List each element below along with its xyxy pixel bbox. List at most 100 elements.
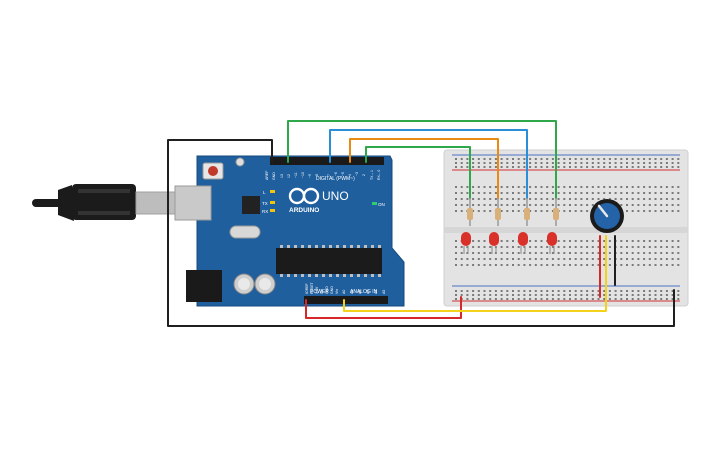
breadboard-hole[interactable] [586, 258, 589, 260]
breadboard-hole[interactable] [603, 166, 606, 168]
breadboard-hole[interactable] [660, 294, 663, 296]
breadboard-hole[interactable] [671, 252, 674, 254]
breadboard-hole[interactable] [563, 204, 566, 206]
breadboard-hole[interactable] [477, 158, 480, 160]
breadboard[interactable] [443, 149, 689, 307]
breadboard-hole[interactable] [597, 246, 600, 248]
breadboard-hole[interactable] [608, 290, 611, 292]
breadboard-hole[interactable] [483, 252, 486, 254]
breadboard-hole[interactable] [637, 298, 640, 300]
breadboard-hole[interactable] [586, 264, 589, 266]
breadboard-hole[interactable] [460, 162, 463, 164]
breadboard-hole[interactable] [512, 158, 514, 160]
breadboard-hole[interactable] [643, 294, 646, 296]
breadboard-hole[interactable] [472, 204, 475, 206]
breadboard-hole[interactable] [574, 162, 577, 164]
breadboard-hole[interactable] [637, 294, 640, 296]
breadboard-hole[interactable] [586, 246, 589, 248]
breadboard-hole[interactable] [540, 210, 543, 212]
breadboard-hole[interactable] [563, 290, 566, 292]
breadboard-hole[interactable] [466, 204, 469, 206]
breadboard-hole[interactable] [677, 290, 680, 292]
breadboard-hole[interactable] [512, 166, 514, 168]
breadboard-hole[interactable] [557, 290, 560, 292]
breadboard-hole[interactable] [608, 252, 611, 254]
breadboard-hole[interactable] [460, 290, 463, 292]
breadboard-hole[interactable] [534, 204, 537, 206]
breadboard-hole[interactable] [620, 198, 623, 200]
breadboard-hole[interactable] [631, 210, 634, 212]
breadboard-hole[interactable] [608, 258, 611, 260]
breadboard-hole[interactable] [631, 198, 634, 200]
breadboard-hole[interactable] [455, 192, 457, 194]
breadboard-hole[interactable] [455, 298, 457, 300]
breadboard-hole[interactable] [591, 204, 594, 206]
breadboard-hole[interactable] [591, 298, 594, 300]
breadboard-hole[interactable] [608, 186, 611, 188]
breadboard-hole[interactable] [631, 158, 634, 160]
breadboard-hole[interactable] [643, 264, 646, 266]
breadboard-hole[interactable] [574, 252, 577, 254]
breadboard-hole[interactable] [608, 192, 611, 194]
breadboard-hole[interactable] [591, 252, 594, 254]
breadboard-hole[interactable] [580, 210, 583, 212]
breadboard-hole[interactable] [569, 166, 571, 168]
breadboard-hole[interactable] [534, 198, 537, 200]
breadboard-hole[interactable] [472, 252, 475, 254]
breadboard-hole[interactable] [540, 198, 543, 200]
breadboard-hole[interactable] [529, 252, 532, 254]
breadboard-hole[interactable] [614, 186, 617, 188]
breadboard-hole[interactable] [580, 252, 583, 254]
breadboard-hole[interactable] [563, 240, 566, 242]
breadboard-hole[interactable] [648, 294, 651, 296]
wire-orange-pin4[interactable] [349, 138, 499, 199]
resistor-icon[interactable] [495, 198, 501, 226]
breadboard-hole[interactable] [677, 210, 680, 212]
breadboard-hole[interactable] [517, 162, 520, 164]
breadboard-hole[interactable] [671, 210, 674, 212]
breadboard-hole[interactable] [483, 264, 486, 266]
breadboard-hole[interactable] [477, 204, 480, 206]
breadboard-hole[interactable] [637, 162, 640, 164]
breadboard-hole[interactable] [472, 162, 475, 164]
breadboard-hole[interactable] [489, 198, 492, 200]
breadboard-hole[interactable] [551, 258, 554, 260]
led-icon[interactable] [461, 232, 471, 254]
breadboard-hole[interactable] [540, 246, 543, 248]
breadboard-hole[interactable] [631, 294, 634, 296]
breadboard-hole[interactable] [483, 246, 486, 248]
breadboard-hole[interactable] [580, 294, 583, 296]
breadboard-hole[interactable] [637, 264, 640, 266]
breadboard-hole[interactable] [569, 294, 571, 296]
potentiometer-icon[interactable] [590, 199, 624, 233]
breadboard-hole[interactable] [648, 158, 651, 160]
breadboard-hole[interactable] [506, 240, 509, 242]
breadboard-hole[interactable] [580, 162, 583, 164]
breadboard-hole[interactable] [489, 158, 492, 160]
breadboard-hole[interactable] [529, 258, 532, 260]
breadboard-hole[interactable] [494, 158, 497, 160]
breadboard-hole[interactable] [580, 186, 583, 188]
breadboard-hole[interactable] [677, 186, 680, 188]
breadboard-hole[interactable] [608, 198, 611, 200]
breadboard-hole[interactable] [517, 290, 520, 292]
breadboard-hole[interactable] [506, 252, 509, 254]
breadboard-hole[interactable] [574, 192, 577, 194]
breadboard-hole[interactable] [591, 258, 594, 260]
breadboard-hole[interactable] [597, 192, 600, 194]
breadboard-hole[interactable] [569, 162, 571, 164]
breadboard-hole[interactable] [660, 162, 663, 164]
breadboard-hole[interactable] [631, 240, 634, 242]
breadboard-hole[interactable] [546, 264, 549, 266]
breadboard-hole[interactable] [551, 166, 554, 168]
breadboard-hole[interactable] [483, 204, 486, 206]
breadboard-hole[interactable] [477, 166, 480, 168]
breadboard-hole[interactable] [591, 186, 594, 188]
breadboard-hole[interactable] [466, 294, 469, 296]
breadboard-hole[interactable] [477, 264, 480, 266]
breadboard-hole[interactable] [557, 258, 560, 260]
breadboard-hole[interactable] [546, 210, 549, 212]
breadboard-hole[interactable] [654, 186, 657, 188]
breadboard-hole[interactable] [540, 240, 543, 242]
breadboard-hole[interactable] [654, 198, 657, 200]
